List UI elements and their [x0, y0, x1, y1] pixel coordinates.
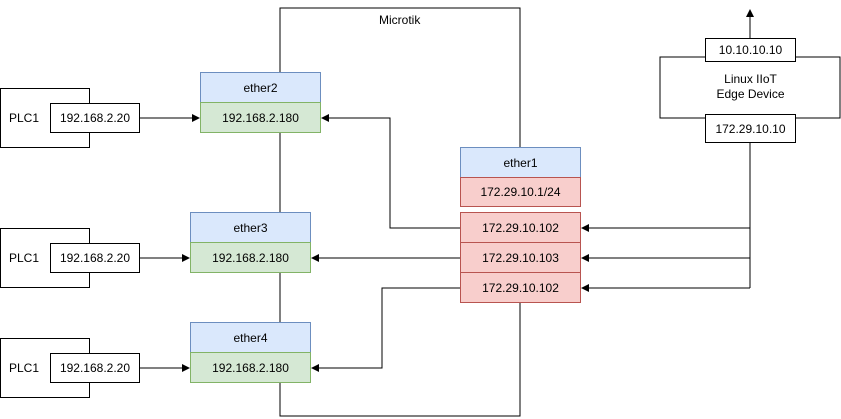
plc-1-ip: 192.168.2.20 [50, 103, 140, 133]
port-ether3: ether3 [190, 212, 311, 243]
edge-wan-ip: 10.10.10.10 [705, 38, 796, 62]
port-ether1-subnet: 172.29.10.1/24 [460, 177, 581, 207]
edge-title-line1: Linux IIoT [724, 72, 777, 86]
router-frame [279, 7, 521, 148]
plc-2-name: PLC1 [9, 251, 40, 265]
plc-1-name: PLC1 [9, 111, 40, 125]
port-ether4: ether4 [190, 322, 311, 353]
alias1-to-ether2 [321, 114, 460, 229]
ether1-alias-1: 172.29.10.102 [460, 212, 581, 243]
edge-lan-ip: 172.29.10.10 [705, 114, 796, 143]
ether1-alias-2: 172.29.10.103 [460, 242, 581, 273]
port-ether3-ip: 192.168.2.180 [190, 242, 311, 273]
port-ether2-ip: 192.168.2.180 [200, 102, 321, 133]
port-ether2: ether2 [200, 72, 321, 103]
port-ether4-ip: 192.168.2.180 [190, 352, 311, 383]
port-ether1: ether1 [460, 147, 581, 178]
plc-2-ip: 192.168.2.20 [50, 243, 140, 273]
plc-3-ip: 192.168.2.20 [50, 353, 140, 383]
alias3-to-ether4 [311, 287, 460, 372]
router-label: Microtik [379, 13, 421, 27]
edge-title-line2: Edge Device [716, 87, 785, 101]
edge-device-label: Linux IIoT Edge Device [705, 72, 796, 102]
edge-frame [659, 56, 841, 119]
router-frame-bottom [279, 302, 521, 417]
plc-3-name: PLC1 [9, 361, 40, 375]
ether1-alias-3: 172.29.10.102 [460, 272, 581, 303]
